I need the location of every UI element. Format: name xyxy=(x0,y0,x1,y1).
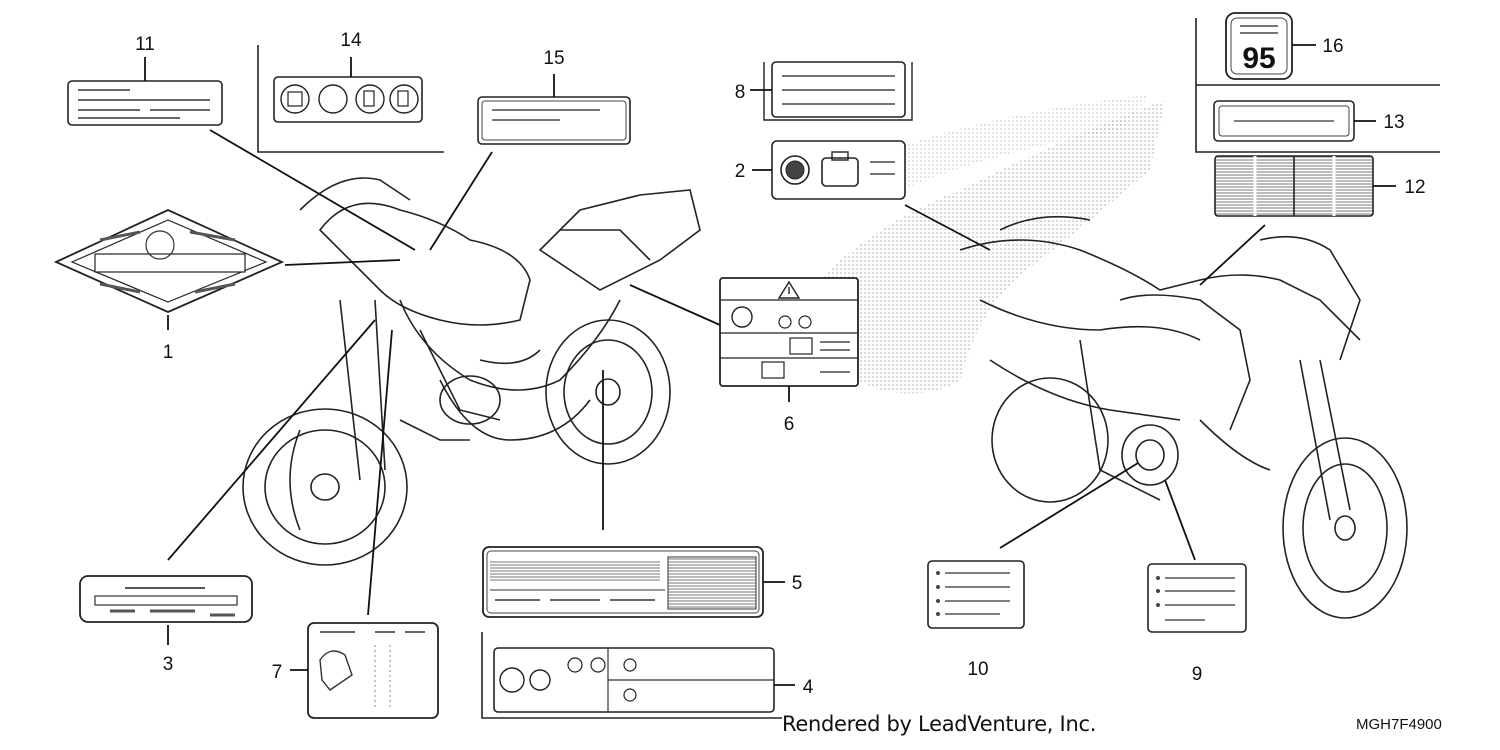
label-11 xyxy=(67,57,223,126)
label-15 xyxy=(477,74,631,145)
callout-7: 7 xyxy=(272,662,283,683)
callout-3: 3 xyxy=(163,654,174,675)
label-10 xyxy=(927,560,1025,629)
callout-12: 12 xyxy=(1404,177,1425,198)
callout-14: 14 xyxy=(340,30,362,51)
leader-lines xyxy=(167,129,1266,645)
luggage-icon xyxy=(821,151,859,187)
motorcycle-left-view xyxy=(242,177,701,566)
label-1 xyxy=(53,209,285,313)
label-4 xyxy=(481,632,795,719)
label-16: 95 xyxy=(1195,12,1440,153)
label-14 xyxy=(257,45,444,153)
owners-manual-icon xyxy=(287,91,303,107)
label-2 xyxy=(752,140,906,200)
label-13 xyxy=(1213,100,1376,142)
callout-15: 15 xyxy=(543,48,564,69)
callout-16: 16 xyxy=(1322,36,1343,57)
label-6 xyxy=(719,277,859,402)
motorcycle-right-view xyxy=(959,215,1408,619)
label-5 xyxy=(482,546,785,618)
helmet-icon xyxy=(499,667,525,693)
callout-9: 9 xyxy=(1192,664,1203,685)
callout-11: 11 xyxy=(135,34,155,55)
callout-4: 4 xyxy=(803,677,814,698)
label-8 xyxy=(750,61,913,121)
callout-13: 13 xyxy=(1383,112,1404,133)
fuel-pump-icon xyxy=(363,90,409,107)
callout-10: 10 xyxy=(967,659,988,680)
callout-numbers: 11 14 15 1 3 7 5 4 6 8 2 16 13 12 10 9 xyxy=(135,30,1425,698)
render-credit: Rendered by LeadVenture, Inc. xyxy=(782,712,1097,736)
callout-2: 2 xyxy=(735,161,746,182)
label-9 xyxy=(1147,563,1247,633)
callout-5: 5 xyxy=(792,573,803,594)
callout-6: 6 xyxy=(784,414,795,435)
warning-triangle-icon xyxy=(777,280,801,299)
label-3 xyxy=(79,575,253,623)
label-7 xyxy=(290,622,439,719)
callout-1: 1 xyxy=(163,342,174,363)
diagram-code: MGH7F4900 xyxy=(1356,716,1442,733)
fuel-octane-value: 95 xyxy=(1242,42,1275,75)
callout-8: 8 xyxy=(735,82,746,103)
label-12 xyxy=(1214,155,1396,217)
